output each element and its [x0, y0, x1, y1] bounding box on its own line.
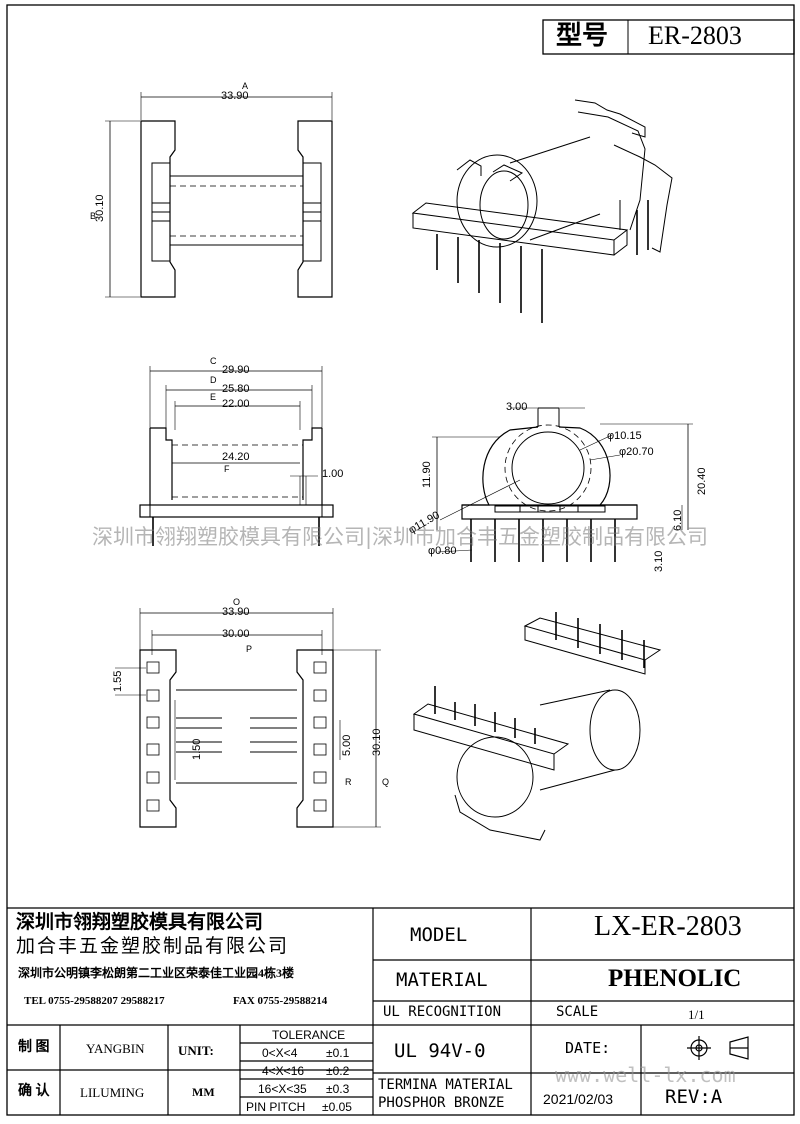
dim-front-2: φ10.15 — [607, 430, 642, 442]
dim-c: 29.90 — [222, 364, 250, 376]
mark-o: O — [233, 597, 241, 607]
mark-p: P — [246, 644, 253, 654]
tol-range-3: 16<X<35 — [258, 1082, 307, 1096]
iso-view-bottom — [412, 612, 662, 841]
projection-symbol-icon — [687, 1036, 749, 1060]
company-fax: FAX 0755-29588214 — [233, 995, 328, 1007]
bottom-view — [115, 608, 381, 828]
dim-a: 33.90 — [221, 90, 249, 102]
date-value: 2021/02/03 — [543, 1091, 614, 1107]
revision: REV:A — [665, 1086, 723, 1108]
scale-label: SCALE — [556, 1004, 599, 1020]
title-label: 型号 — [556, 21, 609, 50]
unit-label: UNIT: — [178, 1043, 214, 1058]
tol-value-4: ±0.05 — [322, 1100, 352, 1114]
scale-value: 1/1 — [688, 1007, 705, 1022]
dim-b: 30.10 — [94, 194, 106, 222]
company-name-1: 深圳市翎翔塑胶模具有限公司 — [16, 912, 264, 933]
drawn-label: 制 图 — [18, 1040, 50, 1055]
mark-f: F — [224, 464, 230, 474]
checked-by: LILUMING — [80, 1085, 145, 1100]
dim-r3: 5.00 — [341, 734, 353, 756]
terminal-label-2: PHOSPHOR BRONZE — [378, 1095, 505, 1111]
tol-value-2: ±0.2 — [326, 1064, 350, 1078]
title-box — [542, 19, 795, 55]
mark-r: R — [345, 777, 352, 787]
top-view — [105, 92, 333, 298]
dim-r1: 1.55 — [112, 670, 124, 692]
tol-value-1: ±0.1 — [326, 1046, 350, 1060]
material-value: PHENOLIC — [608, 965, 742, 992]
mark-d: D — [210, 375, 217, 385]
dim-r2: 1.50 — [191, 738, 203, 760]
drawn-by: YANGBIN — [86, 1041, 145, 1056]
company-address: 深圳市公明镇李松朗第二工业区荣泰佳工业园4栋3楼 — [18, 966, 295, 980]
tol-range-4: PIN PITCH — [246, 1100, 306, 1114]
watermark-url: www.well-lx.com — [555, 1063, 736, 1087]
dim-q: 30.10 — [371, 728, 383, 756]
dim-e: 22.00 — [222, 398, 250, 410]
dim-d: 25.80 — [222, 383, 250, 395]
material-label: MATERIAL — [396, 969, 488, 991]
dim-front-5: 20.40 — [696, 467, 708, 495]
dim-front-4: 11.90 — [421, 461, 433, 488]
watermark: 深圳市翎翔塑胶模具有限公司|深圳市加合丰五金塑胶制品有限公司 — [91, 525, 709, 549]
title-block-grid — [7, 907, 794, 1115]
company-name-2: 加合丰五金塑胶制品有限公司 — [16, 936, 290, 957]
front-view — [432, 407, 693, 562]
dim-front-1: 3.00 — [506, 401, 528, 413]
dim-front-9: φ0.80 — [428, 545, 457, 557]
mark-c: C — [210, 356, 217, 366]
check-label: 确 认 — [18, 1084, 50, 1099]
dim-front-3: φ20.70 — [619, 446, 654, 458]
company-tel: TEL 0755-29588207 29588217 — [24, 995, 165, 1007]
dim-p: 30.00 — [222, 628, 250, 640]
tolerance-label: TOLERANCE — [272, 1028, 346, 1042]
dim-o: 33.90 — [222, 606, 250, 618]
tol-value-3: ±0.3 — [326, 1082, 350, 1096]
iso-view-top — [411, 99, 673, 323]
model-label: MODEL — [410, 924, 468, 946]
tol-range-2: 4<X<16 — [262, 1064, 305, 1078]
mark-q: Q — [382, 777, 390, 787]
side-view — [139, 366, 334, 546]
terminal-label-1: TERMINA MATERIAL — [378, 1077, 513, 1093]
ul-label: UL RECOGNITION — [383, 1004, 502, 1020]
model-value: LX-ER-2803 — [594, 911, 742, 942]
date-label: DATE: — [565, 1039, 611, 1057]
dim-g: 1.00 — [322, 468, 344, 480]
unit-value: MM — [192, 1085, 215, 1099]
tol-range-1: 0<X<4 — [262, 1046, 298, 1060]
dim-front-8: 3.10 — [653, 550, 665, 572]
mark-b: B — [90, 211, 97, 221]
sheet-border — [6, 4, 795, 1116]
mark-a: A — [242, 81, 249, 91]
mark-e: E — [210, 392, 217, 402]
dim-f: 24.20 — [222, 451, 250, 463]
ul-value: UL 94V-0 — [394, 1040, 486, 1062]
title-model: ER-2803 — [648, 21, 742, 50]
